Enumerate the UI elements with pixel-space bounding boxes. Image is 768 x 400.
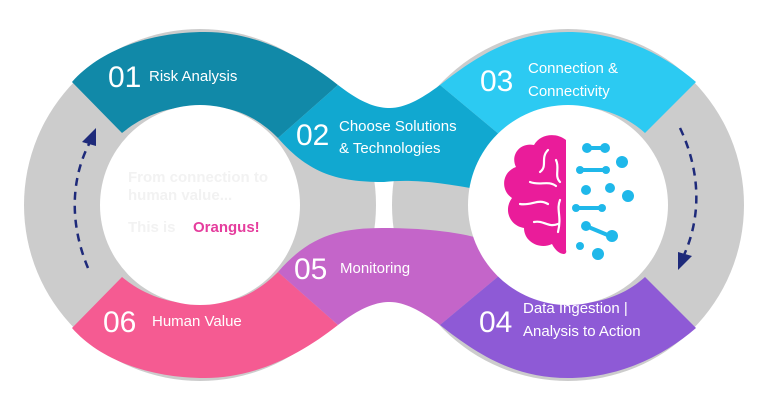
step-03: 03 Connection & Connectivity — [480, 60, 618, 100]
step-05: 05 Monitoring — [294, 253, 410, 286]
step-01-number: 01 — [108, 61, 141, 94]
dashed-arrow-up-icon — [73, 128, 96, 269]
step-04: 04 Data Ingestion | Analysis to Action — [479, 300, 641, 340]
step-04-label-line1: Data Ingestion | — [523, 300, 628, 317]
segment-02 — [278, 85, 500, 188]
tagline-line2: human value... — [128, 187, 232, 204]
segment-04 — [440, 275, 696, 378]
step-01: 01 Risk Analysis — [108, 61, 237, 94]
tagline: From connection to human value... This i… — [128, 169, 268, 236]
step-01-label: Risk Analysis — [149, 68, 237, 85]
segment-03 — [440, 32, 696, 135]
step-06-number: 06 — [103, 306, 136, 339]
step-05-label: Monitoring — [340, 260, 410, 277]
step-04-label-line2: Analysis to Action — [523, 323, 641, 340]
tagline-prefix: This is — [128, 219, 176, 236]
step-06: 06 Human Value — [103, 306, 242, 339]
segment-05 — [278, 228, 500, 325]
step-03-label-line2: Connectivity — [528, 83, 610, 100]
step-02-label-line1: Choose Solutions — [339, 118, 457, 135]
step-05-number: 05 — [294, 253, 327, 286]
step-02-number: 02 — [296, 119, 329, 152]
tagline-line1: From connection to — [128, 169, 268, 186]
brain-circuit-icon — [504, 135, 634, 260]
step-04-number: 04 — [479, 306, 512, 339]
step-03-label-line1: Connection & — [528, 60, 618, 77]
segment-01 — [72, 32, 338, 138]
step-03-number: 03 — [480, 65, 513, 98]
step-06-label: Human Value — [152, 313, 242, 330]
step-02-label-line2: & Technologies — [339, 140, 440, 157]
brand-name: Orangus! — [193, 219, 260, 236]
step-02: 02 Choose Solutions & Technologies — [296, 118, 457, 157]
segment-06 — [72, 272, 338, 378]
dashed-arrow-down-icon — [678, 127, 698, 270]
